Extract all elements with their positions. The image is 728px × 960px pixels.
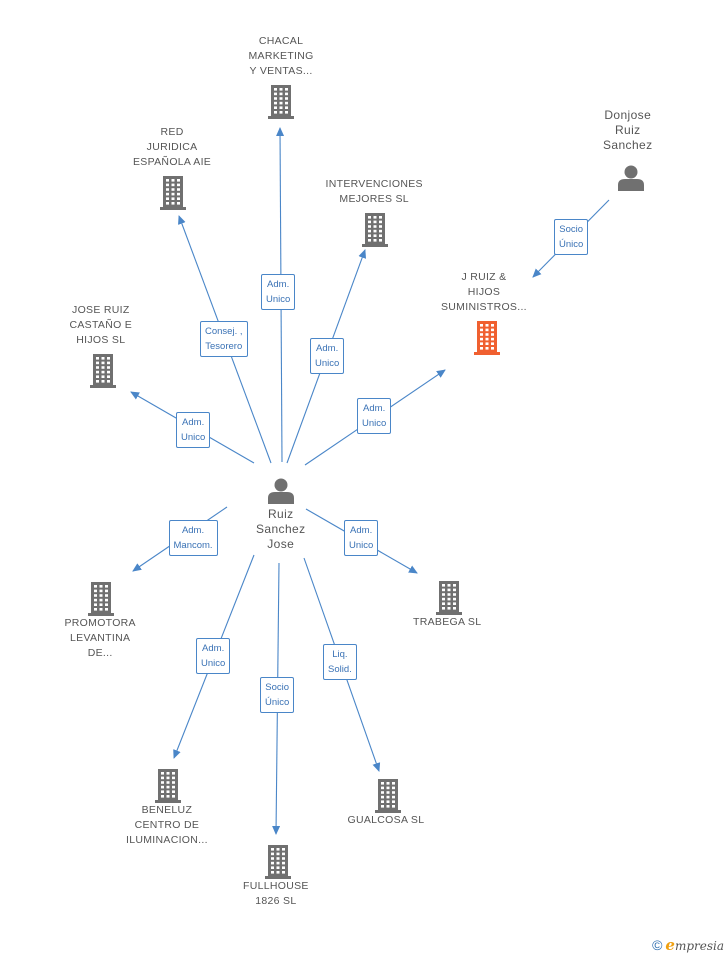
person-icon-donjose[interactable] (618, 165, 644, 192)
edge-label-line: Unico (362, 418, 387, 429)
edge-label-line: Adm. (202, 643, 225, 654)
edge-label-line: Adm. (350, 525, 373, 536)
node-label-josecastano[interactable]: JOSE RUIZ CASTAÑO E HIJOS SL (70, 303, 133, 348)
edge-label-intervenciones[interactable]: Adm. Unico (310, 338, 345, 374)
building-icon-red[interactable] (160, 176, 186, 210)
node-label-chacal[interactable]: CHACAL MARKETING Y VENTAS... (249, 34, 314, 79)
node-label-line: Ruiz (267, 507, 294, 521)
edge-label-line: Adm. (316, 343, 339, 354)
building-icon-intervenciones[interactable] (362, 213, 388, 247)
copyright-symbol: © (652, 937, 663, 953)
edge-label-line: Mancom. (173, 540, 213, 551)
node-label-line: RED (160, 126, 184, 138)
edge-label-line: Adm. (363, 403, 386, 414)
footer: © empresia (652, 936, 724, 954)
node-label-line: Donjose (604, 108, 652, 122)
node-label-line: CENTRO DE (134, 819, 200, 831)
building-icon-chacal[interactable] (268, 85, 294, 119)
node-label-trabega[interactable]: TRABEGA SL (413, 615, 481, 630)
building-icon-trabega[interactable] (436, 581, 462, 615)
edge-label-line: Solid. (328, 664, 352, 675)
edge-label-line: Socio (265, 682, 290, 693)
node-label-beneluz[interactable]: BENELUZ CENTRO DE ILUMINACION... (126, 803, 208, 848)
edge-label-line: Consej. , (205, 326, 243, 337)
edge-label-josecastano[interactable]: Adm. Unico (176, 412, 211, 448)
node-label-line: Sanchez (603, 138, 653, 152)
node-label-line: Ruiz (614, 123, 641, 137)
node-label-line: ESPAÑOLA AIE (133, 156, 212, 168)
edge-label-line: Unico (266, 294, 291, 305)
node-label-line: FULLHOUSE (243, 880, 309, 892)
brand-logo[interactable]: empresia (665, 936, 724, 954)
building-icon-jruiz[interactable] (474, 321, 500, 355)
node-label-line: HIJOS (467, 286, 501, 298)
node-label-line: ILUMINACION... (126, 834, 208, 846)
node-label-line: DE... (87, 647, 113, 659)
node-label-line: BENELUZ (141, 804, 193, 816)
node-label-jruiz[interactable]: J RUIZ & HIJOS SUMINISTROS... (441, 270, 527, 315)
node-label-line: Sanchez (256, 522, 306, 536)
edge-label-trabega[interactable]: Adm. Unico (344, 520, 379, 556)
building-icon-promotora[interactable] (88, 582, 114, 616)
node-label-line: HIJOS SL (76, 334, 126, 346)
node-label-line: 1826 SL (255, 895, 297, 907)
building-icon-fullhouse[interactable] (265, 845, 291, 879)
edge-label-line: Único (559, 239, 584, 250)
node-label-line: TRABEGA SL (413, 616, 482, 628)
node-label-line: Jose (267, 537, 295, 551)
node-label-line: MEJORES SL (339, 193, 409, 205)
node-label-gualcosa[interactable]: GUALCOSA SL (348, 813, 425, 828)
node-label-intervenciones[interactable]: INTERVENCIONES MEJORES SL (326, 177, 423, 207)
edge-label-line: Tesorero (205, 341, 243, 352)
edge-label-line: Adm. (182, 417, 205, 428)
edge-label-line: Unico (349, 540, 374, 551)
edge-label-jruiz[interactable]: Adm. Unico (357, 398, 392, 434)
edge-label-promotora[interactable]: Adm. Mancom. (168, 520, 218, 556)
node-label-line: INTERVENCIONES (325, 178, 423, 190)
edge-label-gualcosa[interactable]: Liq. Solid. (323, 644, 357, 680)
building-icon-josecastano[interactable] (90, 354, 116, 388)
edge-label-line: Adm. (267, 279, 290, 290)
edge-label-red[interactable]: Consej. , Tesorero (200, 321, 248, 357)
node-label-red[interactable]: RED JURIDICA ESPAÑOLA AIE (133, 125, 211, 170)
icons-layer (88, 85, 644, 879)
node-label-line: MARKETING (248, 50, 314, 62)
node-label-line: SUMINISTROS... (441, 301, 527, 313)
node-label-promotora[interactable]: PROMOTORA LEVANTINA DE... (65, 616, 136, 661)
node-label-line: CASTAÑO E (69, 319, 133, 331)
person-icon-ruiz[interactable] (268, 478, 294, 505)
edge-label-line: Unico (201, 658, 226, 669)
building-icon-beneluz[interactable] (155, 769, 181, 803)
edge-label-line: Unico (181, 432, 206, 443)
edge-label-line: Socio (559, 224, 584, 235)
edge-label-chacal[interactable]: Adm. Unico (261, 274, 296, 310)
edge-label-line: Único (265, 697, 290, 708)
edge-label-line: Liq. (332, 649, 348, 660)
node-label-line: Y VENTAS... (249, 65, 313, 77)
node-label-line: JOSE RUIZ (72, 304, 130, 316)
node-label-fullhouse[interactable]: FULLHOUSE 1826 SL (243, 879, 309, 909)
node-label-line: JURIDICA (146, 141, 198, 153)
edge-label-beneluz[interactable]: Adm. Unico (196, 638, 231, 674)
edge-label-line: Adm. (181, 525, 205, 536)
building-icon-gualcosa[interactable] (375, 779, 401, 813)
edge-label-line: Unico (315, 358, 340, 369)
node-label-line: GUALCOSA SL (347, 814, 425, 826)
node-label-line: J RUIZ & (461, 271, 507, 283)
node-label-line: PROMOTORA (64, 617, 136, 629)
node-label-line: LEVANTINA (70, 632, 131, 644)
node-label-line: CHACAL (258, 35, 304, 47)
